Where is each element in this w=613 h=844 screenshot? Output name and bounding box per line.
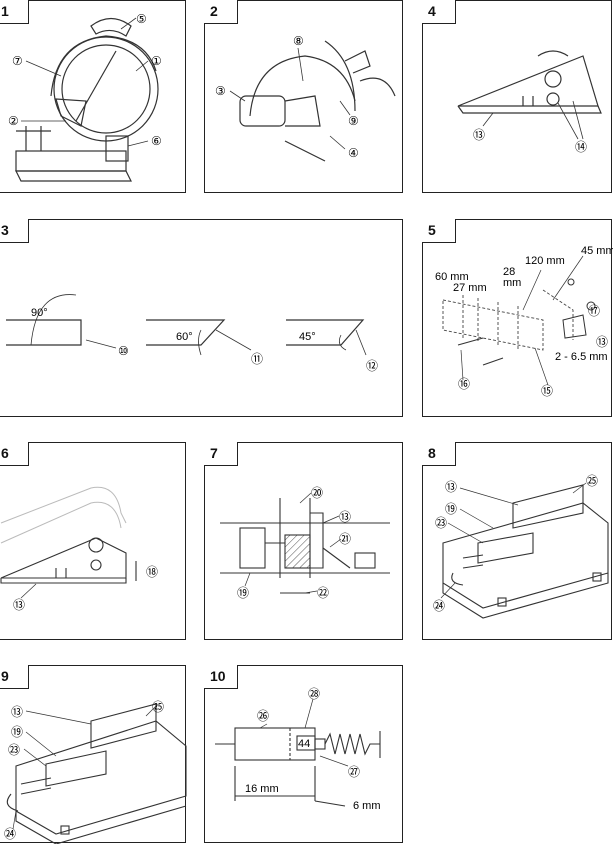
guide-plate-illustration: ⑬ ⑭	[457, 50, 602, 154]
callout-10: ⑩	[118, 344, 129, 358]
callout-13: ⑬	[13, 598, 25, 612]
callout-25: ㉕	[152, 700, 164, 714]
figure-panel-7: 7 ⑳ ⑬ ㉑ ⑲ ㉒	[204, 442, 403, 640]
callout-1: ①	[151, 54, 162, 68]
vise-adjust-illustration: ⑬ ㉕ ⑲ ㉓ ㉔	[4, 700, 187, 844]
dim-120mm: 120 mm	[525, 255, 565, 267]
dim-28-unit: mm	[503, 277, 521, 289]
callout-20: ⑳	[311, 486, 323, 500]
callout-13: ⑬	[596, 335, 608, 349]
angle-label-60: 60°	[176, 331, 193, 343]
callout-13: ⑬	[473, 128, 485, 142]
callout-22: ㉒	[317, 586, 329, 600]
callout-15: ⑮	[541, 384, 553, 398]
clamp-section-diagram: ⑳ ⑬ ㉑ ⑲ ㉒	[220, 486, 390, 600]
callout-11: ⑪	[251, 352, 263, 366]
angle-label-90: 90°	[31, 307, 48, 319]
panel-number: 5	[422, 219, 456, 243]
callout-3: ③	[215, 84, 226, 98]
panel-number: 10	[204, 665, 238, 689]
callout-6: ⑥	[151, 134, 162, 148]
panel-number: 4	[422, 0, 456, 24]
dim-16mm: 16 mm	[245, 783, 279, 795]
dim-28: 28	[503, 266, 515, 278]
callout-17: ⑰	[588, 304, 600, 318]
figure-panel-5: 5 45 mm 120 mm 28 mm 60 mm 27 mm 2 - 6.5…	[422, 219, 613, 417]
figure-panel-9: 9 ⑬ ㉕ ⑲ ㉓ ㉔	[0, 665, 187, 844]
callout-9: ⑨	[348, 114, 359, 128]
brush-marking: 44	[298, 738, 310, 750]
callout-14: ⑭	[575, 140, 587, 154]
callout-12: ⑫	[366, 359, 378, 373]
panel-number: 6	[0, 442, 29, 466]
callout-23: ㉓	[435, 516, 447, 530]
callout-28: ㉘	[308, 687, 320, 701]
callout-2: ②	[8, 114, 19, 128]
panel-number: 2	[204, 0, 238, 24]
dim-45mm: 45 mm	[581, 245, 613, 257]
figure-panel-4: 4 ⑬ ⑭	[422, 0, 612, 193]
cutoff-saw-illustration: ⑤ ⑦ ① ② ⑥	[8, 12, 162, 182]
callout-8: ⑧	[293, 34, 304, 48]
figure-panel-3: 3 90° 60° 45° ⑩ ⑪ ⑫	[0, 219, 403, 417]
figure-panel-8: 8 ⑬ ㉕ ⑲ ㉓ ㉔	[422, 442, 612, 640]
callout-27: ㉗	[348, 765, 360, 779]
callout-23: ㉓	[8, 743, 20, 757]
callout-7: ⑦	[12, 54, 23, 68]
panel-number: 9	[0, 665, 29, 689]
callout-25: ㉕	[586, 474, 598, 488]
panel-number: 3	[0, 219, 29, 243]
callout-24: ㉔	[4, 827, 16, 841]
callout-16: ⑯	[458, 377, 470, 391]
figure-panel-2: 2 ⑧ ③ ⑨ ④	[204, 0, 403, 193]
spindle-lock-illustration: ⑧ ③ ⑨ ④	[215, 34, 396, 162]
guide-position-diagram: 45 mm 120 mm 28 mm 60 mm 27 mm 2 - 6.5 m…	[435, 245, 613, 398]
callout-4: ④	[348, 146, 359, 160]
callout-26: ㉖	[257, 709, 269, 723]
dim-2-6.5mm: 2 - 6.5 mm	[555, 351, 608, 363]
cutting-angle-diagram: 90° 60° 45° ⑩ ⑪ ⑫	[6, 294, 378, 373]
callout-19: ⑲	[11, 725, 23, 739]
panel-number: 7	[204, 442, 238, 466]
callout-13: ⑬	[445, 480, 457, 494]
angle-label-45: 45°	[299, 331, 316, 343]
callout-24: ㉔	[433, 599, 445, 613]
dim-27mm: 27 mm	[453, 282, 487, 294]
panel-number: 1	[0, 0, 29, 24]
figure-panel-10: 10 ㉘ ㉖ ㉗ 44 16 mm 6 mm	[204, 665, 403, 843]
dim-6mm: 6 mm	[353, 800, 381, 812]
callout-13: ⑬	[11, 705, 23, 719]
callout-19: ⑲	[445, 502, 457, 516]
guide-height-diagram: ⑱ ⑬	[0, 486, 158, 612]
carbon-brush-diagram: ㉘ ㉖ ㉗ 44 16 mm 6 mm	[215, 687, 381, 812]
dim-60mm: 60 mm	[435, 271, 469, 283]
callout-19: ⑲	[237, 586, 249, 600]
panel-number: 8	[422, 442, 456, 466]
vise-base-illustration: ⑬ ㉕ ⑲ ㉓ ㉔	[433, 474, 609, 619]
figure-panel-6: 6 ⑱ ⑬	[0, 442, 186, 640]
callout-5: ⑤	[136, 12, 147, 26]
figure-panel-1: 1 ⑤ ⑦ ① ② ⑥	[0, 0, 186, 193]
callout-18: ⑱	[146, 565, 158, 579]
callout-21: ㉑	[339, 532, 351, 546]
callout-13: ⑬	[339, 510, 351, 524]
